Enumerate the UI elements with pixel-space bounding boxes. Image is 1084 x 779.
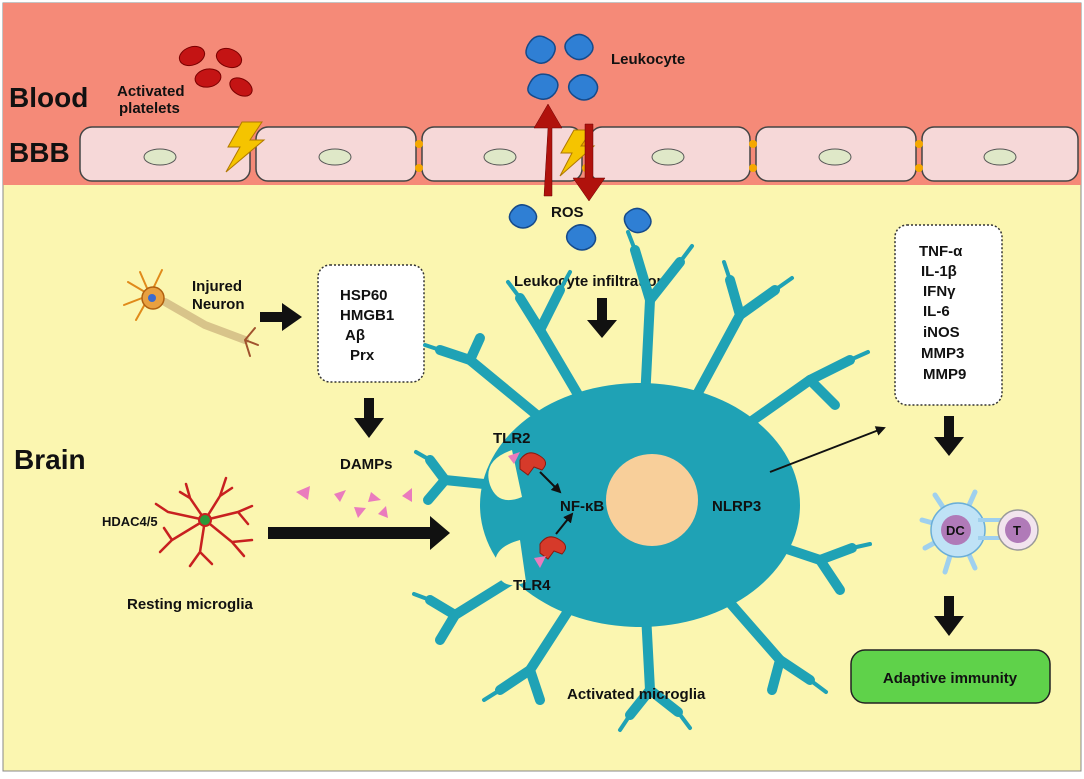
damp-molecule: Aβ (345, 327, 365, 344)
tlr4-receptor-icon (534, 536, 566, 568)
activated-microglia-icon (412, 230, 872, 732)
injured-neuron-label: Neuron (192, 296, 245, 313)
resting-microglia-icon (154, 476, 254, 568)
t-cell-icon (997, 509, 1039, 551)
arrow-infiltration-to-microglia (587, 298, 617, 338)
damp-molecule: Prx (350, 347, 375, 364)
tlr2-receptor-icon (508, 452, 546, 476)
arrow-cytokines-to-dc (934, 416, 964, 456)
nlrp3-label: NLRP3 (712, 498, 761, 515)
leukocytes-icon (525, 33, 599, 101)
nfkb-label: NF-κB (560, 498, 604, 515)
adaptive-immunity-label: Adaptive immunity (883, 670, 1018, 687)
ros-migration-arrows (533, 103, 606, 202)
brain-label: Brain (14, 444, 86, 475)
cytokine: IL-6 (923, 303, 950, 320)
damp-molecules-box (317, 264, 425, 383)
dendritic-cell-icon (919, 489, 1010, 575)
cytokine: MMP9 (923, 366, 966, 383)
activated-platelets-label: Activated (117, 83, 185, 100)
arrow-microglia-to-cytokines (769, 426, 886, 473)
cytokine: IL-1β (921, 263, 957, 280)
damps-label: DAMPs (340, 456, 393, 473)
cytokine: TNF-α (919, 243, 963, 260)
endothelial-cell (921, 126, 1079, 182)
activated-microglia-label: Activated microglia (567, 686, 706, 703)
ros-down-arrow (572, 123, 606, 202)
ros-up-arrow (533, 103, 563, 197)
adaptive-immunity-box (850, 649, 1051, 704)
t-cell-label: T (1013, 523, 1021, 538)
tlr4-label: TLR4 (513, 577, 551, 594)
arrow-tlr2-to-nfkb (539, 471, 562, 494)
activation-arrow (268, 516, 450, 550)
injured-neuron-icon (123, 269, 259, 357)
hdac-label: HDAC4/5 (102, 514, 158, 529)
endothelial-cell (421, 126, 583, 182)
platelets-icon (178, 45, 253, 97)
infiltrated-leukocytes-icon (508, 204, 652, 251)
ros-label: ROS (551, 204, 584, 221)
endothelial-cell (255, 126, 417, 182)
cytokine: iNOS (923, 324, 960, 341)
bbb-label: BBB (9, 137, 70, 168)
cytokines-box (894, 224, 1003, 406)
cytokine: MMP3 (921, 345, 964, 362)
leukocyte-infiltration-label: Leukocyte infiltration (514, 273, 666, 290)
arrow-neuron-to-damps (260, 303, 302, 331)
damp-molecule: HMGB1 (340, 307, 394, 324)
microglia-nucleus (606, 454, 698, 546)
resting-microglia-label: Resting microglia (127, 596, 254, 613)
activated-platelets-label: platelets (119, 100, 180, 117)
endothelial-cell (79, 126, 251, 182)
bbb-endothelial-layer (79, 126, 1079, 182)
arrow-tlr4-to-nfkb (555, 512, 574, 535)
injured-neuron-label: Injured (192, 278, 242, 295)
damp-molecule: HSP60 (340, 287, 388, 304)
endothelial-cell (589, 126, 751, 182)
leukocyte-label: Leukocyte (611, 51, 685, 68)
dc-label: DC (946, 523, 965, 538)
tlr2-label: TLR2 (493, 430, 531, 447)
damp-particles (296, 486, 412, 518)
blood-label: Blood (9, 82, 88, 113)
endothelial-cell (755, 126, 917, 182)
cytokine: IFNγ (923, 283, 956, 300)
lightning-bolt-icon (225, 121, 266, 173)
arrow-dc-to-adaptive (934, 596, 964, 636)
arrow-to-damps (354, 398, 384, 438)
